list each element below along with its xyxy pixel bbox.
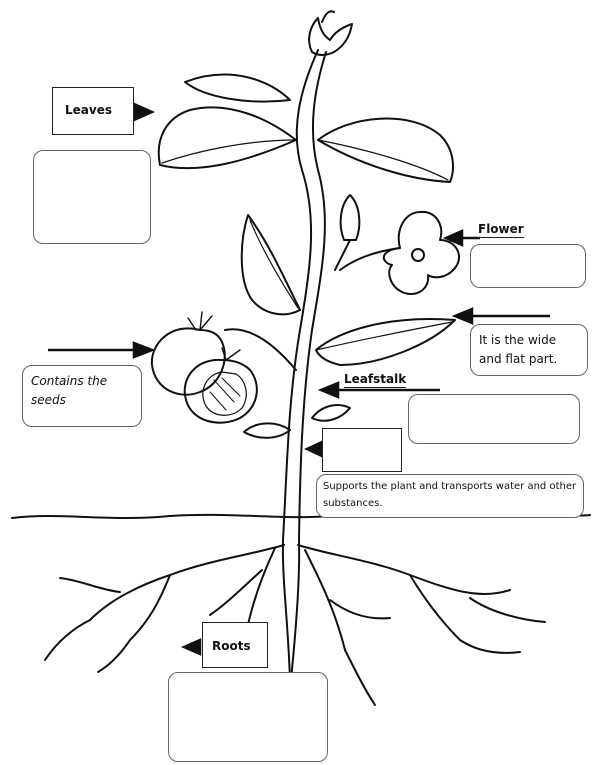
arrow-leaf-blade [451,307,474,325]
leaf-upper-right [317,117,454,183]
stem [282,49,319,541]
fruit-cut [183,358,258,424]
flower-bud [339,194,361,241]
leaf-small-left [243,422,291,439]
leaf-small-right [311,404,351,422]
arrow-leafstalk [317,381,340,399]
flower-drawing [339,210,460,295]
fruit-description: Contains the seeds [22,365,142,427]
stem-description: Supports the plant and transports water … [316,474,584,518]
leaf-blade-description: It is the wide and flat part. [470,324,588,376]
arrow-stem [304,440,324,458]
fruit-whole [150,327,226,396]
leaf-top-left [184,73,291,103]
roots-answer-box[interactable] [168,672,328,762]
arrow-flower [442,229,464,247]
arrow-roots [180,638,202,656]
leaves-answer-box[interactable] [33,150,151,244]
stem-label-box[interactable] [322,428,402,472]
leafstalk-label: Leafstalk [344,372,407,388]
leaves-label-box [52,87,134,135]
arrow-fruit [132,341,156,359]
leaf-middle-left [240,214,301,316]
leafstalk-answer-box[interactable] [408,394,580,444]
leaf-upper-left [157,106,297,170]
arrow-leaves [132,102,156,122]
roots-label: Roots [212,639,251,653]
leaves-label: Leaves [65,103,112,117]
flower-label: Flower [478,222,524,238]
leaf-blade [315,318,456,366]
roots-label-box [202,622,268,668]
flower-answer-box[interactable] [470,244,586,288]
top-bud [308,17,353,56]
